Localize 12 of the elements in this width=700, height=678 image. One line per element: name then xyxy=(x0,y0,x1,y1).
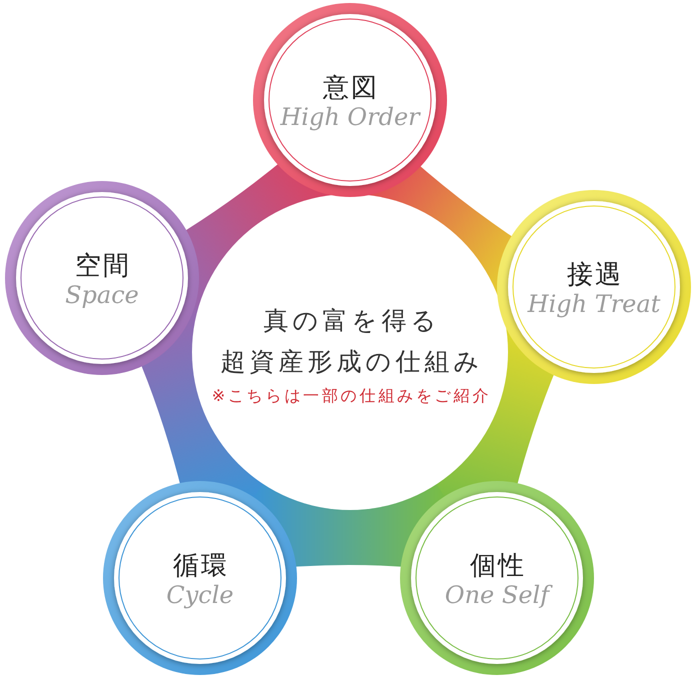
note: ※こちらは一部の仕組みをご紹介 xyxy=(210,387,492,406)
node-subtitle: High Treat xyxy=(528,291,660,319)
node-subtitle: Space xyxy=(65,282,139,310)
node-title: 循環 xyxy=(172,552,229,582)
heading: 真の富を得る xyxy=(262,306,440,336)
node-subtitle: Cycle xyxy=(166,582,234,610)
heading: 超資産形成の仕組み xyxy=(220,348,484,378)
node-title: 個性 xyxy=(469,552,526,582)
node-title: 意図 xyxy=(322,74,379,104)
node-subtitle: High Order xyxy=(280,104,420,132)
node-title: 接遇 xyxy=(566,261,623,292)
node-title: 空間 xyxy=(74,252,131,282)
